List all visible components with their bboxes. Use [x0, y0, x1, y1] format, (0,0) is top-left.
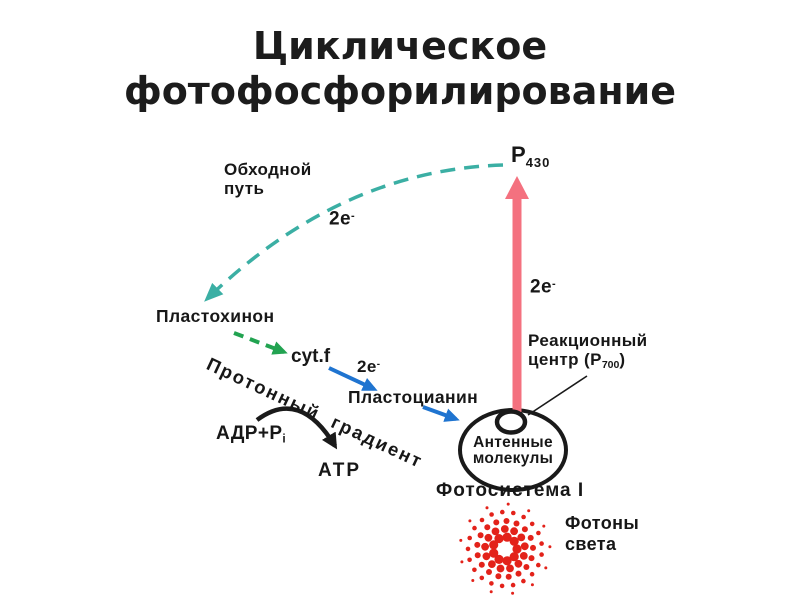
photon-dot: [528, 555, 535, 562]
atp-synthesis-arrow: [255, 406, 338, 450]
photon-dot: [489, 548, 499, 558]
photon-dot: [542, 524, 546, 528]
photon-dot: [523, 564, 530, 570]
photon-dot: [472, 525, 477, 531]
photon-dot: [486, 569, 492, 575]
photon-dot: [474, 552, 481, 559]
photon-dot: [496, 564, 505, 573]
photon-dot: [520, 542, 529, 551]
photon-dot: [503, 518, 510, 524]
photons-label: Фотоны света: [565, 513, 640, 554]
photon-dot: [495, 573, 502, 580]
photon-dot: [474, 541, 481, 548]
photon-burst-icon: [459, 502, 552, 595]
photon-dot: [512, 544, 522, 554]
photon-dot: [468, 519, 472, 523]
bypass-path-label: Обходной путь: [224, 160, 312, 198]
ascent-electrons-label: 2e-: [530, 276, 556, 298]
photon-dot: [527, 509, 531, 513]
page-title: Циклическое фотофосфорилирование: [0, 24, 800, 114]
reaction-center-label: Реакционный центр (P700): [528, 331, 648, 371]
photon-dot: [488, 560, 496, 568]
bypass-electrons-label: 2e-: [329, 208, 355, 230]
photon-dot: [467, 557, 472, 563]
plastoquinone-to-cytf-arrow: [233, 331, 288, 355]
photon-dot: [484, 533, 493, 542]
photon-dot: [489, 590, 493, 594]
photon-dot: [489, 512, 494, 517]
photon-dot: [517, 533, 526, 542]
cytf-label: cyt.f: [291, 346, 331, 367]
photon-dot: [485, 506, 489, 510]
photon-dot: [472, 567, 477, 573]
photon-dot: [530, 544, 536, 551]
photon-dot: [477, 532, 484, 539]
photon-dot: [500, 509, 505, 515]
photon-dot: [505, 573, 512, 580]
photon-dot: [536, 530, 541, 536]
page-title-line2: фотофосфорилирование: [123, 69, 677, 113]
plastocyanin-to-photosystem-arrow: [422, 405, 460, 422]
photon-dot: [539, 552, 544, 557]
photon-dot: [521, 578, 526, 584]
photon-dot: [460, 560, 464, 564]
photon-dot: [500, 525, 509, 533]
photon-dot: [465, 546, 471, 552]
photon-dot: [484, 524, 491, 531]
plastoquinone-label: Пластохинон: [156, 306, 275, 326]
p430-label: P430: [511, 142, 551, 171]
photon-dot: [529, 521, 535, 527]
photon-dot: [510, 582, 516, 588]
photon-dot: [539, 541, 544, 546]
page-title-line1: Циклическое: [252, 24, 548, 68]
photon-dot: [494, 534, 504, 544]
photon-dot: [529, 571, 535, 577]
photon-dot: [506, 564, 514, 573]
reaction-center-circle: [494, 409, 528, 435]
photon-dot: [509, 536, 519, 546]
photon-dot: [530, 583, 534, 587]
photon-dot: [493, 519, 500, 526]
photon-dot: [502, 556, 512, 566]
photon-dot: [482, 552, 491, 561]
photon-dot: [548, 545, 552, 549]
photon-dot: [499, 583, 505, 589]
photon-dot: [527, 534, 534, 541]
photon-dot: [513, 520, 520, 527]
photon-dot: [536, 562, 541, 568]
photon-dot: [519, 552, 528, 560]
photon-dot: [514, 559, 523, 568]
photon-dot: [494, 554, 504, 565]
photon-dot: [491, 527, 500, 536]
photon-dot: [544, 566, 548, 570]
photon-dot: [509, 552, 519, 562]
photon-dot: [459, 538, 463, 542]
cytf-electrons-label: 2e-: [357, 356, 380, 376]
reaction-center-pointer-line: [527, 375, 588, 416]
photosystem-label: Фотосистема I: [436, 480, 585, 501]
antenna-molecules-label: Антенные молекулы: [472, 434, 554, 467]
photon-dot: [471, 579, 475, 582]
photon-dot: [479, 517, 485, 523]
photon-dot: [479, 575, 485, 581]
photon-dot: [510, 527, 518, 536]
photon-dot: [521, 514, 526, 520]
photon-dot: [489, 540, 499, 550]
photon-dot: [511, 510, 516, 516]
photon-dot: [467, 535, 473, 541]
photon-dot: [489, 581, 494, 586]
photon-dot: [506, 502, 510, 506]
cytf-to-plastocyanin-arrow: [328, 366, 378, 391]
photon-dot: [511, 591, 515, 595]
photon-dot: [515, 570, 522, 577]
photon-dot: [478, 561, 485, 568]
atp-label: АТР: [318, 460, 362, 481]
photon-dot: [481, 542, 489, 551]
adp-label: АДР+Рi: [216, 423, 286, 446]
plastocyanin-label: Пластоцианин: [348, 387, 479, 407]
photon-dot: [502, 532, 512, 542]
photon-dot: [521, 526, 528, 533]
